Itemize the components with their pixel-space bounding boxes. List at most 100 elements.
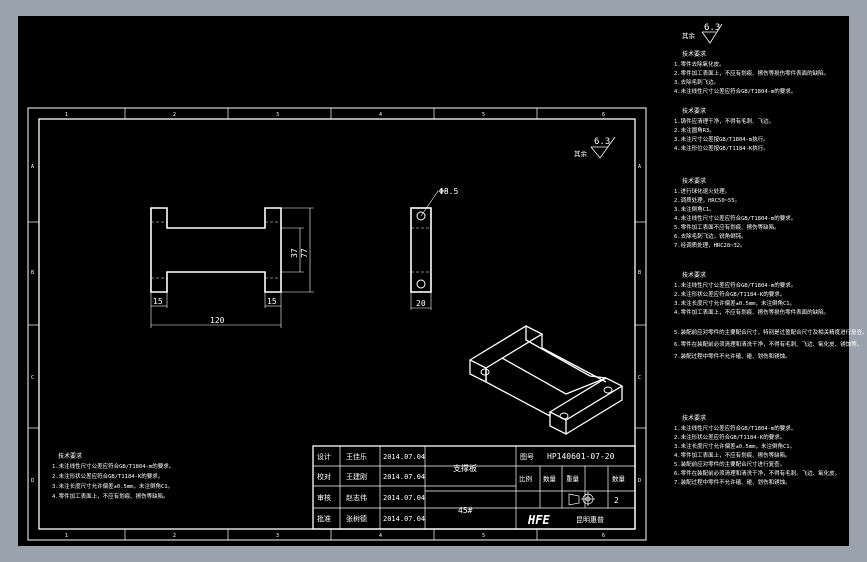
zone-num-bottom-5: 5	[482, 533, 485, 539]
zone-letter-left-a: A	[31, 164, 34, 170]
notes-block-2-line-2: 2.未注圆角R3。	[674, 126, 715, 134]
notes-block-3-line-3: 3.未注倒角C1。	[674, 205, 715, 213]
drawing-canvas: 6.3 其余 技术要求 1.零件去除氧化皮。 2.零件加工表面上，不应有划痕、擦…	[27, 23, 867, 541]
zone-letter-right-d: D	[638, 478, 641, 484]
zone-num-top-6: 6	[602, 112, 605, 118]
weight-label: 重量	[566, 475, 580, 483]
dim-side-width: 20	[416, 299, 426, 308]
frame-notes-line-2: 2.未注形状公差应符合GB/T1184-K的要求。	[52, 472, 163, 480]
name-approve: 张树德	[346, 514, 367, 523]
notes-block-5-line-7: 7.装配过程中零件不允许磕、碰、划伤和锈蚀。	[674, 478, 791, 486]
role-approve: 批准	[317, 514, 331, 523]
zone-num-bottom-4: 4	[379, 533, 382, 539]
notes-block-2: 技术要求 1.铸件应清理干净，不得有毛刺、飞边。 2.未注圆角R3。 3.未注尺…	[674, 107, 774, 152]
title-block: 设计 校对 审核 批准 王佳乐 王建刚 赵志伟 张树德 2014.07.04 2…	[312, 445, 636, 530]
dim-overall-width: 120	[210, 316, 225, 325]
cad-viewport[interactable]: 6.3 其余 技术要求 1.零件去除氧化皮。 2.零件加工表面上，不应有划痕、擦…	[18, 16, 867, 546]
frame-notes: 技术要求 1.未注线性尺寸公差应符合GB/T1804-m的要求。 2.未注形状公…	[52, 452, 174, 500]
material: 45#	[458, 506, 473, 515]
frame-notes-line-3: 3.未注长度尺寸允许偏差±0.5mm，未注倒角C1。	[52, 482, 173, 490]
notes-block-1-line-2: 2.零件加工表面上，不应有划痕、擦伤等损伤零件表面的缺陷。	[674, 69, 829, 77]
notes-block-5: 技术要求 1.未注线性尺寸公差应符合GB/T1804-m的要求。 2.未注形状公…	[674, 414, 840, 486]
notes-block-3-line-5: 5.零件加工表面不应有划痕、擦伤等缺陷。	[674, 223, 780, 231]
zone-num-bottom-6: 6	[602, 533, 605, 539]
notes-block-3-line-2: 2.调质处理，HRC50~55。	[674, 196, 740, 204]
zone-letter-right-b: B	[638, 270, 641, 276]
notes-block-4-line-1: 1.未注线性尺寸公差应符合GB/T1804-m的要求。	[674, 281, 796, 289]
ratio-label: 比例	[519, 474, 532, 483]
side-view: Φ8.5 20	[410, 187, 458, 310]
dim-left-leg: 15	[153, 297, 163, 306]
date-review: 2014.07.04	[383, 494, 425, 502]
part-name: 支撑板	[453, 463, 477, 473]
notes-block-4-line-4: 4.零件加工表面上，不应有划痕、擦伤等损伤零件表面的缺陷。	[674, 308, 829, 316]
zone-num-bottom-2: 2	[173, 533, 176, 539]
notes-block-4-line-6: 6.零件在装配前必须清理和清洗干净，不得有毛刺、飞边、氧化皮、锈蚀等。	[674, 340, 862, 348]
drawing-no: HP140601-07-20	[547, 452, 615, 461]
sheet-value: 2	[614, 496, 619, 505]
dim-hole-diameter: Φ8.5	[439, 187, 458, 196]
notes-block-1-line-4: 4.未注线性尺寸公差应符合GB/T1804-m的要求。	[674, 87, 796, 95]
notes-block-1: 技术要求 1.零件去除氧化皮。 2.零件加工表面上，不应有划痕、擦伤等损伤零件表…	[674, 50, 829, 95]
roughness-frame-label: 其余	[574, 149, 588, 158]
name-review: 赵志伟	[346, 493, 367, 502]
notes-block-1-line-1: 1.零件去除氧化皮。	[674, 60, 725, 68]
notes-block-4-line-5: 5.装配前应对零件的主要配合尺寸，特别是过盈配合尺寸及相关精度进行复查。	[674, 328, 867, 336]
sheet-frame: 1 2 3 4 5 6 1 2 3 4 5 6 A B C D A B C D	[27, 107, 647, 541]
zone-num-bottom-1: 1	[65, 533, 68, 539]
front-view: 37 77 15 15 120	[150, 207, 314, 328]
notes-block-3-line-1: 1.进行球化退火处理。	[674, 187, 730, 195]
frame-notes-line-1: 1.未注线性尺寸公差应符合GB/T1804-m的要求。	[52, 462, 174, 470]
date-approve: 2014.07.04	[383, 515, 425, 523]
notes-block-4-line-7: 7.装配过程中零件不允许磕、碰、划伤和锈蚀。	[674, 352, 791, 360]
notes-block-5-line-4: 4.零件加工表面上，不应有划痕、擦伤等缺陷。	[674, 451, 791, 459]
frame-notes-line-4: 4.零件加工表面上，不应有划痕、擦伤等缺陷。	[52, 492, 169, 500]
zone-num-top-3: 3	[276, 112, 279, 118]
roughness-symbol-frame: 6.3 其余	[574, 136, 616, 159]
roughness-top-label: 其余	[682, 31, 696, 40]
date-check: 2014.07.04	[383, 473, 425, 481]
dim-outer-height: 77	[300, 248, 309, 258]
zone-num-bottom-3: 3	[276, 533, 279, 539]
notes-block-3-line-4: 4.未注线性尺寸公差应符合GB/T1804-m的要求。	[674, 214, 796, 222]
roughness-frame-value: 6.3	[594, 137, 610, 147]
date-design: 2014.07.04	[383, 453, 425, 461]
role-design: 设计	[317, 452, 331, 461]
qty-label: 数量	[543, 474, 557, 483]
notes-block-2-line-1: 1.铸件应清理干净，不得有毛刺、飞边。	[674, 117, 774, 125]
notes-block-5-line-6: 6.零件在装配前必须清理和清洗干净，不得有毛刺、飞边、氧化皮。	[674, 469, 840, 477]
notes-block-3-line-6: 6.去除毛刺飞边，锐角倒钝。	[674, 232, 747, 240]
notes-block-3: 技术要求 1.进行球化退火处理。 2.调质处理，HRC50~55。 3.未注倒角…	[674, 177, 796, 249]
role-check: 校对	[317, 472, 331, 481]
zone-num-top-4: 4	[379, 112, 382, 118]
notes-block-4-line-3: 3.未注长度尺寸允许偏差±0.5mm，未注倒角C1。	[674, 299, 795, 307]
notes-block-3-title: 技术要求	[682, 177, 706, 185]
notes-block-1-title: 技术要求	[682, 50, 706, 58]
notes-block-4-title: 技术要求	[682, 271, 706, 279]
dim-inner-height: 37	[290, 248, 299, 258]
notes-block-4-line-2: 2.未注形状公差应符合GB/T1184-K的要求。	[674, 290, 785, 298]
notes-block-4: 技术要求 1.未注线性尺寸公差应符合GB/T1804-m的要求。 2.未注形状公…	[674, 271, 867, 360]
roughness-top-value: 6.3	[704, 23, 720, 33]
zone-letter-left-b: B	[31, 270, 34, 276]
notes-block-5-line-3: 3.未注长度尺寸允许偏差±0.5mm，未注倒角C1。	[674, 442, 795, 450]
role-review: 审核	[317, 493, 331, 502]
notes-block-2-title: 技术要求	[682, 107, 706, 115]
notes-block-3-line-7: 7.经调质处理，HRC28~32。	[674, 241, 746, 249]
zone-num-top-5: 5	[482, 112, 485, 118]
notes-block-1-line-3: 3.去除毛刺飞边。	[674, 78, 719, 86]
notes-block-2-line-3: 3.未注尺寸公差按GB/T1804-m执行。	[674, 135, 769, 143]
notes-block-5-line-1: 1.未注线性尺寸公差应符合GB/T1804-m的要求。	[674, 424, 796, 432]
company-logo: HFE	[527, 513, 550, 527]
isometric-view	[468, 325, 624, 436]
unit-label: 数量	[612, 474, 626, 483]
notes-block-5-line-2: 2.未注形状公差应符合GB/T1184-K的要求。	[674, 433, 785, 441]
zone-num-top-1: 1	[65, 112, 68, 118]
notes-block-5-line-5: 5.装配前应对零件的主要配合尺寸进行复查。	[674, 460, 785, 468]
zone-letter-left-c: C	[31, 375, 34, 381]
zone-num-top-2: 2	[173, 112, 176, 118]
company-name: 昆明惠普	[576, 515, 604, 524]
notes-block-5-title: 技术要求	[682, 414, 706, 422]
name-design: 王佳乐	[346, 452, 367, 461]
notes-block-2-line-4: 4.未注形位公差按GB/T1184-K执行。	[674, 144, 769, 152]
